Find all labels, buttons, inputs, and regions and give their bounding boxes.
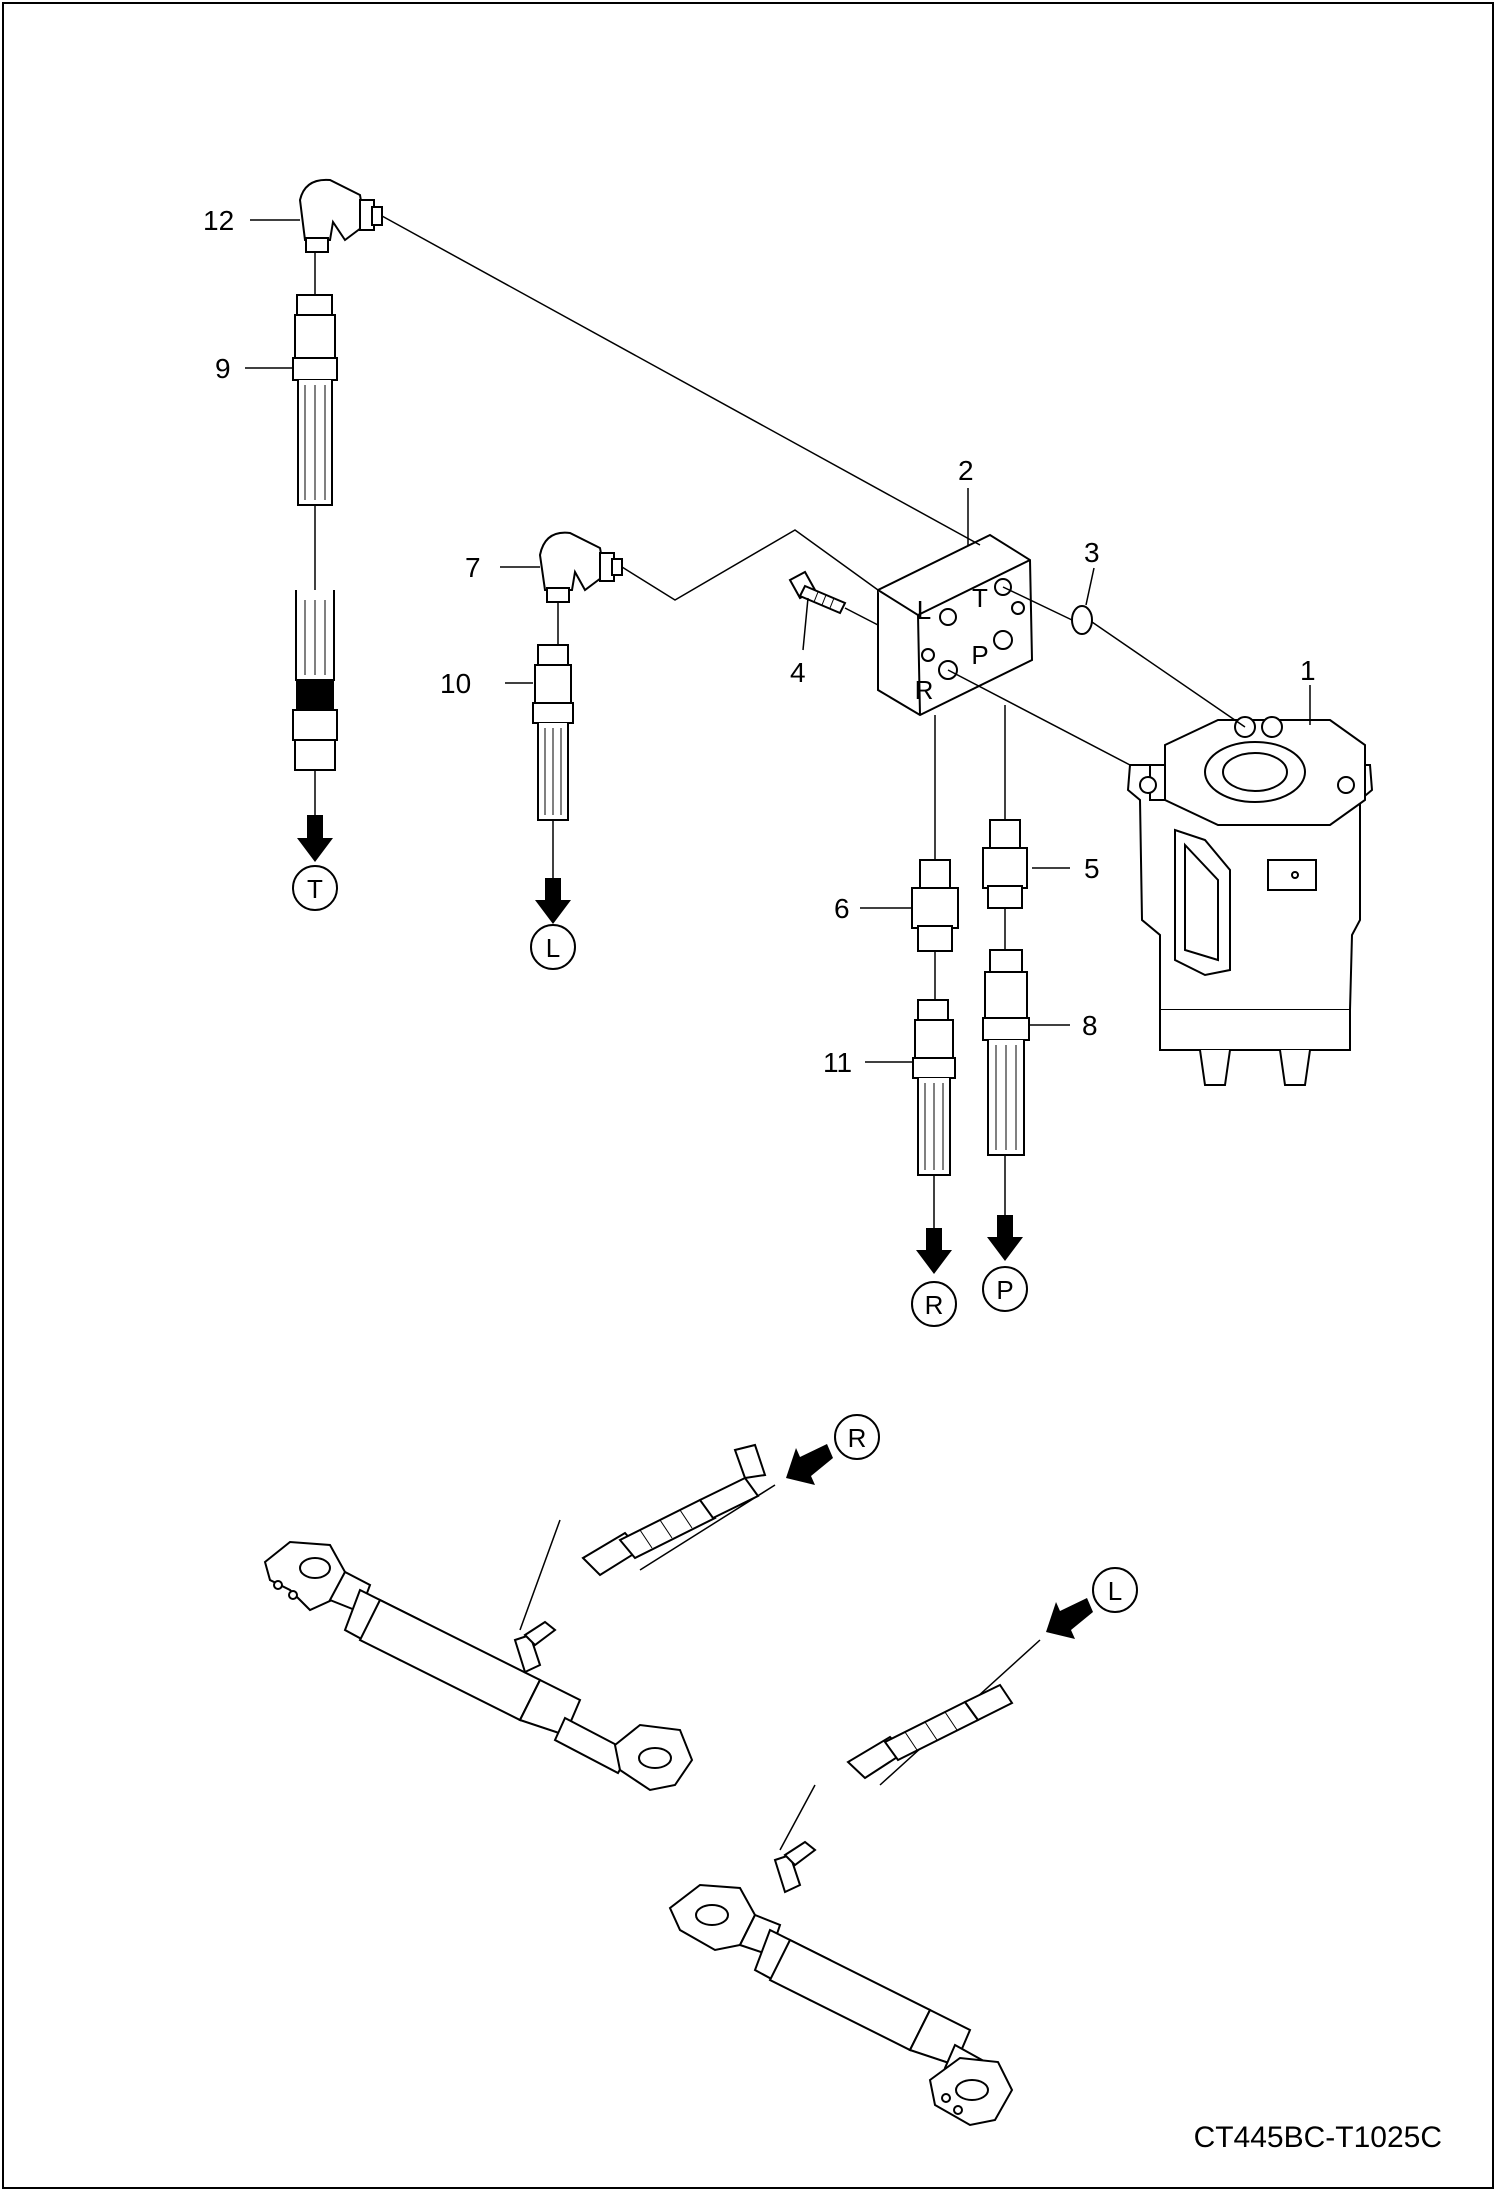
callout-3: 3 [1084, 537, 1100, 568]
connector-5 [982, 819, 1028, 909]
port-marker-t: T [292, 865, 338, 911]
port-marker-l-top: L [530, 924, 576, 970]
hose-11 [912, 999, 956, 1176]
elbow-fitting-7 [538, 531, 623, 603]
svg-text:T: T [307, 874, 323, 904]
port-label-l: L [917, 595, 931, 625]
svg-text:P: P [996, 1275, 1013, 1305]
callout-9: 9 [215, 353, 231, 384]
callout-4: 4 [790, 657, 806, 688]
o-ring [1071, 605, 1093, 635]
svg-text:L: L [546, 933, 560, 963]
flow-arrows [297, 815, 1093, 1639]
callout-10: 10 [440, 668, 471, 699]
port-label-r: R [915, 675, 934, 705]
callout-11: 11 [823, 1047, 852, 1078]
steering-unit [1126, 716, 1374, 1086]
leader-lines [245, 219, 1311, 1063]
hose-9 [292, 294, 338, 771]
port-marker-l-bottom: L [1092, 1567, 1138, 1613]
hose-10 [532, 644, 574, 821]
svg-text:R: R [925, 1290, 944, 1320]
callout-8: 8 [1082, 1010, 1098, 1041]
port-label-t: T [972, 583, 988, 613]
port-marker-p: P [982, 1266, 1028, 1312]
callout-12: 12 [203, 205, 234, 236]
bolt [788, 570, 847, 615]
port-label-p: P [971, 640, 988, 670]
callout-7: 7 [465, 552, 481, 583]
port-plate: L T R P [877, 533, 1034, 717]
callout-6: 6 [834, 893, 850, 924]
port-marker-r-bottom: R [834, 1414, 880, 1460]
steering-cylinder-lower [668, 1639, 1041, 2127]
svg-text:R: R [848, 1423, 867, 1453]
hose-8 [982, 949, 1030, 1156]
connector-6 [911, 859, 959, 952]
svg-text:L: L [1108, 1576, 1122, 1606]
port-marker-r-top: R [911, 1281, 957, 1327]
callout-5: 5 [1084, 853, 1100, 884]
drawing-reference-code: CT445BC-T1025C [1193, 2121, 1442, 2154]
elbow-fitting-12 [298, 178, 383, 253]
part-callouts: 12 9 7 10 2 3 4 1 5 6 11 8 [203, 205, 1316, 1078]
callout-1: 1 [1300, 655, 1316, 686]
callout-2: 2 [958, 455, 974, 486]
connection-lines [314, 215, 1246, 1228]
steering-cylinder-upper [263, 1443, 776, 1792]
